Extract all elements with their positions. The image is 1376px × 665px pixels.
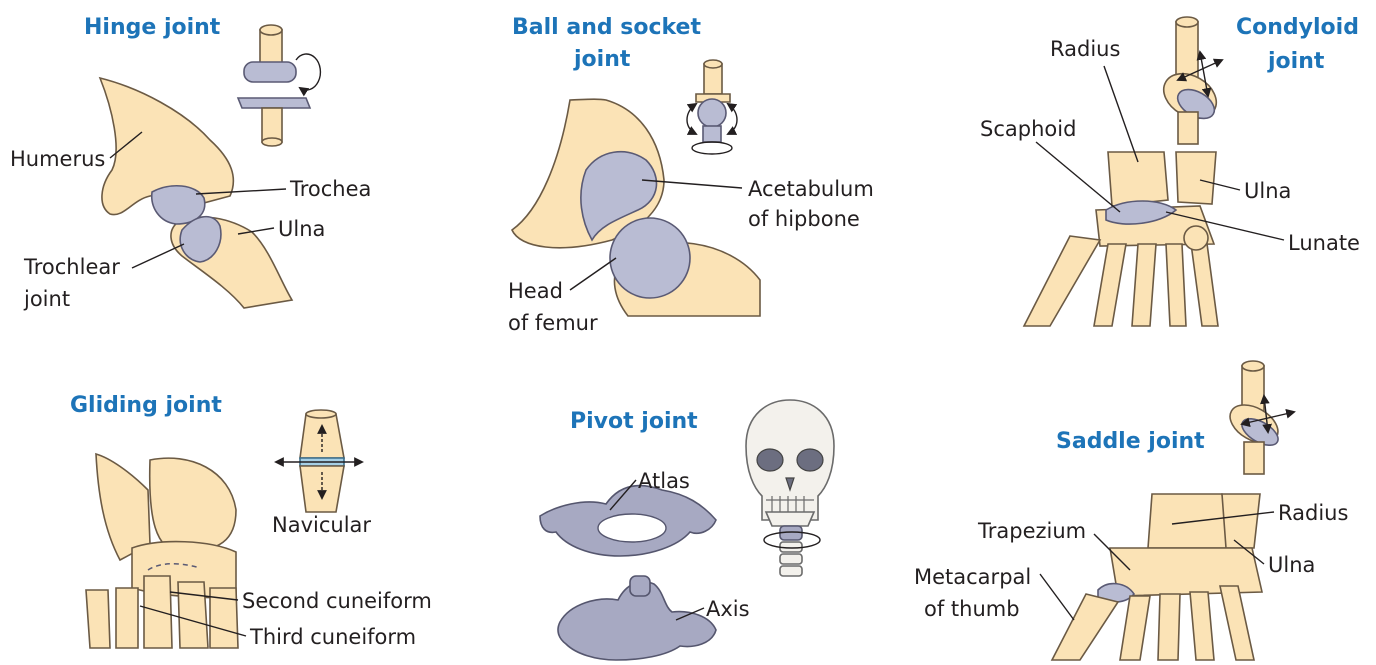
condyloid-title-line1: Condyloid — [1236, 15, 1359, 40]
hinge-joint-panel: Hinge joint Humerus Trochea Ulna Trochle… — [10, 15, 371, 311]
atlas-vertebra — [540, 486, 716, 556]
label-lunate: Lunate — [1288, 231, 1360, 255]
saddle-model-icon — [1223, 361, 1294, 474]
label-ulna-saddle: Ulna — [1268, 553, 1315, 577]
label-of-hipbone: of hipbone — [748, 207, 860, 231]
gliding-model-icon — [276, 410, 362, 512]
axis-vertebra — [558, 576, 716, 660]
ball-socket-title-line1: Ball and socket — [512, 15, 701, 40]
foot-bones — [86, 454, 238, 648]
condyloid-model-icon — [1156, 17, 1224, 144]
ball-socket-panel: Ball and socket joint Acetabulum of hipb… — [508, 15, 874, 335]
label-second-cuneiform: Second cuneiform — [242, 589, 432, 613]
ball-socket-model-icon — [687, 60, 737, 154]
ball-socket-title-line2: joint — [573, 47, 631, 72]
pivot-joint-title: Pivot joint — [570, 409, 698, 434]
hinge-model-icon — [238, 25, 320, 146]
label-atlas: Atlas — [638, 469, 690, 493]
label-head: Head — [508, 279, 563, 303]
pivot-panel: Pivot joint Atlas Axis — [540, 400, 834, 660]
label-radius-condyloid: Radius — [1050, 37, 1120, 61]
label-of-femur: of femur — [508, 311, 598, 335]
condyloid-title-line2: joint — [1267, 49, 1325, 74]
label-metacarpal: Metacarpal — [914, 565, 1031, 589]
skull-spine-icon — [746, 400, 834, 576]
gliding-joint-title: Gliding joint — [70, 393, 222, 418]
label-axis: Axis — [706, 597, 750, 621]
hinge-joint-title: Hinge joint — [84, 15, 221, 40]
label-acetabulum: Acetabulum — [748, 177, 874, 201]
gliding-panel: Gliding joint Navicular Second cuneiform — [70, 393, 432, 649]
label-radius-saddle: Radius — [1278, 501, 1348, 525]
label-humerus: Humerus — [10, 147, 105, 171]
label-navicular: Navicular — [272, 513, 371, 537]
label-scaphoid: Scaphoid — [980, 117, 1076, 141]
saddle-joint-title: Saddle joint — [1056, 429, 1205, 454]
label-ulna-hinge: Ulna — [278, 217, 325, 241]
label-ulna-condyloid: Ulna — [1244, 179, 1291, 203]
label-of-thumb: of thumb — [924, 597, 1020, 621]
label-trochlear: Trochlear — [23, 255, 120, 279]
label-trochlear-joint: joint — [23, 287, 70, 311]
condyloid-panel: Condyloid joint Radius Scaphoid — [980, 15, 1360, 326]
saddle-panel: Saddle joint Radius Trapezium Ulna — [914, 361, 1348, 660]
label-trapezium: Trapezium — [977, 519, 1086, 543]
label-third-cuneiform: Third cuneiform — [249, 625, 416, 649]
wrist-bones-condyloid — [1024, 152, 1218, 326]
label-trochea: Trochea — [289, 177, 371, 201]
